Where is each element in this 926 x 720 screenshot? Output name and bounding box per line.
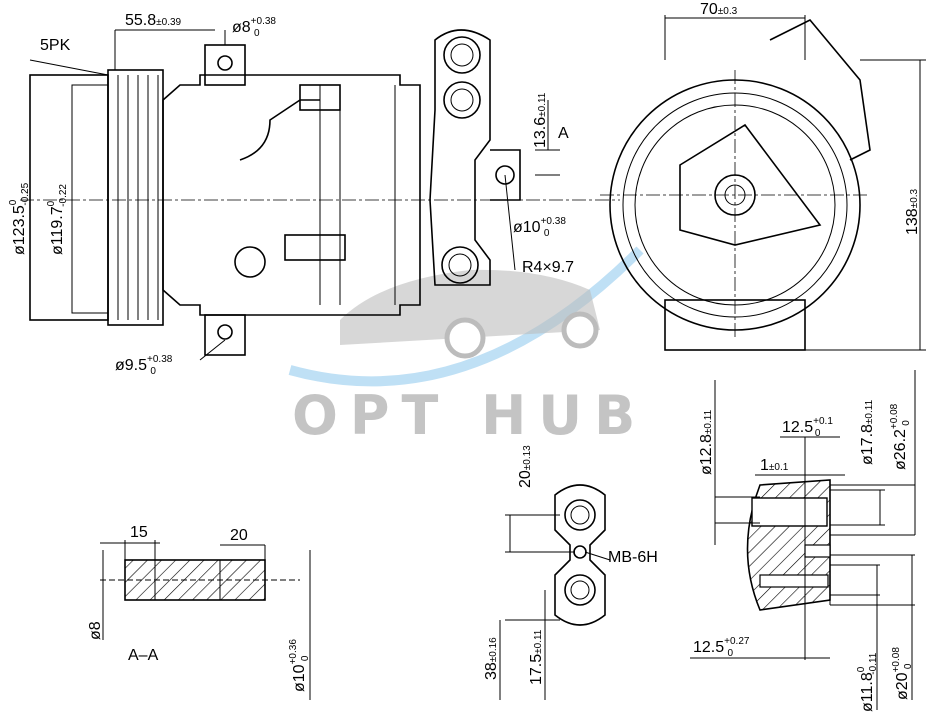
- compressor-body: [162, 74, 421, 316]
- port-offset-dim: 13.6±0.11: [532, 92, 549, 148]
- section-len1: 15: [130, 524, 148, 541]
- mounting-ear-top: [204, 44, 246, 86]
- port-d4-dim: ø11.80-0.11: [856, 652, 879, 712]
- front-view: [20, 29, 620, 361]
- section-dia: ø8: [87, 621, 104, 640]
- side-view: [600, 15, 926, 351]
- flange-overall-dim: 38±0.16: [483, 637, 500, 680]
- pulley-outer-dim: ø123.50-0.25: [8, 182, 31, 255]
- thread-label: MB-6H: [608, 549, 658, 566]
- slot-dim: R4×9.7: [522, 259, 574, 276]
- belt-type-label: 5PK: [40, 37, 71, 54]
- pulley-grooves: [107, 69, 164, 326]
- watermark-car: [340, 269, 600, 345]
- watermark-swoosh: [288, 246, 644, 387]
- width-dim: 70±0.3: [700, 1, 738, 18]
- port-d2-dim: ø17.8±0.11: [859, 399, 876, 465]
- connector: [299, 84, 341, 111]
- port-d3-dim: ø26.2+0.080: [889, 403, 912, 470]
- wire-harness: [239, 99, 320, 161]
- pulley-outline: [29, 74, 109, 321]
- port-d1-dim: ø12.8±0.11: [698, 409, 715, 475]
- section-len2: 20: [230, 527, 248, 544]
- pulley-offset-dim: 55.8±0.39: [125, 12, 182, 29]
- flange-pitch-dim: 20±0.13: [517, 445, 534, 488]
- watermark: OPT HUB: [288, 246, 647, 447]
- section-aa: [100, 540, 311, 700]
- boss-bolt: [234, 246, 266, 278]
- port-step-dim: 1±0.1: [760, 457, 789, 474]
- flange-detail: [499, 484, 611, 700]
- armature-plate: [679, 123, 822, 246]
- flange-offset-dim: 17.5±0.11: [528, 629, 545, 685]
- mounting-ear-bottom: [204, 314, 246, 356]
- height-dim: 138±0.3: [904, 188, 921, 235]
- port-d5-dim: ø20+0.080: [891, 647, 914, 700]
- section-title: A–A: [128, 647, 159, 664]
- watermark-text: OPT HUB: [292, 384, 647, 447]
- pulley-inner-dim: ø119.70-0.22: [46, 184, 69, 255]
- port-flange: [429, 29, 521, 286]
- port-detail-section: [690, 370, 916, 710]
- section-hole-dim: ø10+0.360: [288, 639, 311, 692]
- section-mark-label: A: [558, 125, 569, 142]
- head-housing: [769, 19, 871, 161]
